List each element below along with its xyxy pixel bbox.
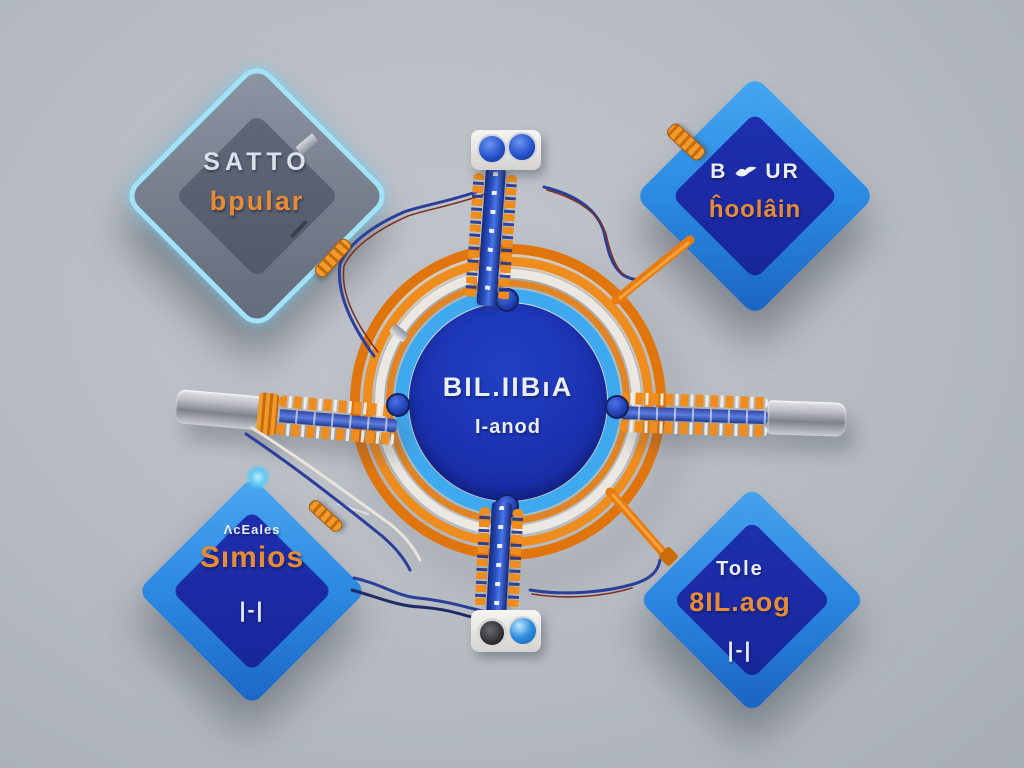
- top-block-cap-left: [477, 134, 507, 164]
- node-top-left-subtitle: bpular: [209, 186, 305, 216]
- right-rod-beads: [619, 392, 769, 438]
- top-block-cap-right: [507, 132, 537, 162]
- wire-bottomleft-to-strip-blue: [352, 576, 488, 614]
- top-terminal-strip: [464, 167, 518, 307]
- bird-icon: [735, 166, 757, 177]
- left-rod-beads: [275, 394, 399, 446]
- node-bottom-left-glyph: |-|: [239, 599, 265, 622]
- tube-topright-orange: [611, 235, 695, 305]
- bottom-block-lens-blue: [508, 616, 538, 646]
- tube-topright-highlight: [618, 241, 690, 300]
- right-rod: [619, 390, 847, 442]
- hub-label: BIL.IIBıA I-anod: [388, 372, 628, 439]
- wire-bottomleft-pin-lead: [337, 503, 369, 515]
- node-top-right-title-left: B: [710, 160, 728, 183]
- node-top-left-title: SATTO: [203, 148, 311, 176]
- left-rod-metal-tip: [174, 389, 262, 431]
- node-bottom-right-label: Tole 8IL.aog |-|: [630, 558, 850, 663]
- bottom-left-corner-glow: [245, 464, 271, 490]
- node-top-right-title: B UR: [710, 160, 800, 184]
- right-rod-metal-tip: [767, 400, 847, 437]
- hub-subtitle: I-anod: [475, 416, 541, 438]
- node-bottom-left-title: Sımios: [199, 541, 305, 574]
- node-bottom-right-caption: Tole: [716, 558, 764, 580]
- node-top-right-subtitle: ĥoolâin: [708, 196, 802, 223]
- node-top-right-label: B UR ĥoolâin: [645, 160, 865, 224]
- bottom-terminal-strip: [474, 501, 524, 615]
- hub-knob-right: [605, 395, 629, 419]
- node-bottom-right-title: 8IL.aog: [689, 587, 791, 617]
- node-bottom-right-glyph: |-|: [727, 639, 753, 662]
- hub-title: BIL.IIBıA: [442, 372, 574, 402]
- node-bottom-left-caption: ΛcEales: [223, 522, 281, 537]
- wire-bottomleft-to-strip-dark: [350, 588, 490, 624]
- wire-bottomright-hook-red: [531, 587, 633, 598]
- node-top-left-label: SATTO bpular: [147, 148, 367, 217]
- hub-knob-left: [386, 393, 410, 417]
- node-bottom-left-label: ΛcEales Sımios |-|: [142, 522, 362, 623]
- bottom-block-lens-dark: [477, 618, 507, 648]
- node-top-right-title-right: UR: [765, 160, 800, 183]
